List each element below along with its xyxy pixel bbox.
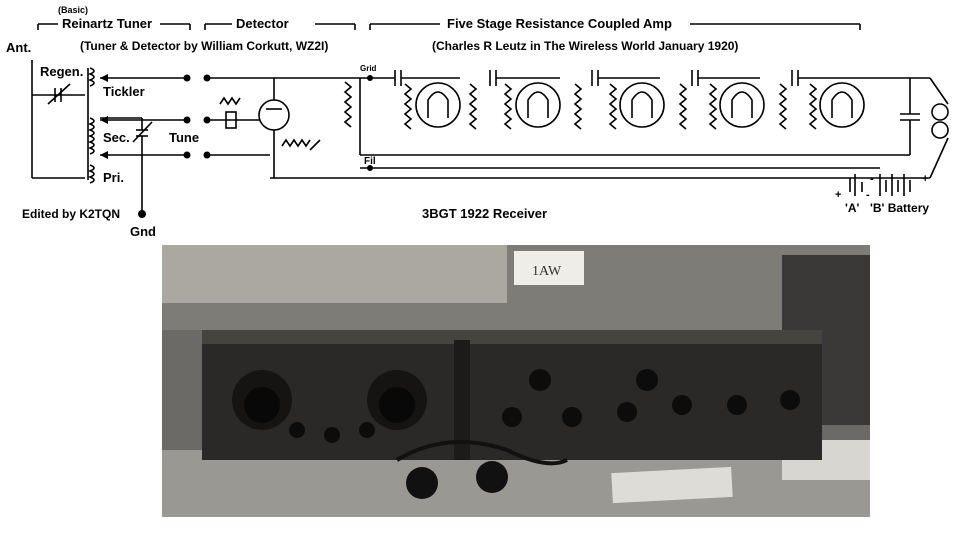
receiver-caption: 3BGT 1922 Receiver xyxy=(422,206,547,221)
receiver-photo: 1AW xyxy=(162,245,870,517)
sign-text: 1AW xyxy=(532,264,562,279)
a-battery-plus: + xyxy=(835,189,841,201)
amp-section-title: Five Stage Resistance Coupled Amp xyxy=(447,16,672,31)
tune-label: Tune xyxy=(169,130,199,145)
tickler-label: Tickler xyxy=(103,84,145,99)
b-battery-plus: + xyxy=(922,173,928,185)
detector-section-title: Detector xyxy=(236,16,289,31)
primary-label: Pri. xyxy=(103,170,124,185)
tuner-basic-note: (Basic) xyxy=(58,5,88,15)
a-battery-label: 'A' xyxy=(845,201,860,215)
regen-label: Regen. xyxy=(40,64,83,79)
grid-label: Grid xyxy=(360,64,377,73)
receiver-photo-drawing: 1AW xyxy=(162,245,870,517)
antenna-label: Ant. xyxy=(6,40,31,55)
editor-credit: Edited by K2TQN xyxy=(22,207,120,221)
secondary-label: Sec. xyxy=(103,130,130,145)
fil-label: Fil xyxy=(364,156,376,167)
ground-label: Gnd xyxy=(130,224,156,239)
a-battery-minus: - xyxy=(866,189,870,201)
tuner-section-title: Reinartz Tuner xyxy=(62,16,152,31)
amp-credit: (Charles R Leutz in The Wireless World J… xyxy=(432,39,738,53)
circuit-schematic: (Basic) Reinartz Tuner Detector Five Sta… xyxy=(6,5,949,239)
b-battery-minus: - xyxy=(870,173,874,185)
tuner-detector-credit: (Tuner & Detector by William Corkutt, WZ… xyxy=(80,39,328,53)
b-battery-label: 'B' Battery xyxy=(870,201,929,215)
